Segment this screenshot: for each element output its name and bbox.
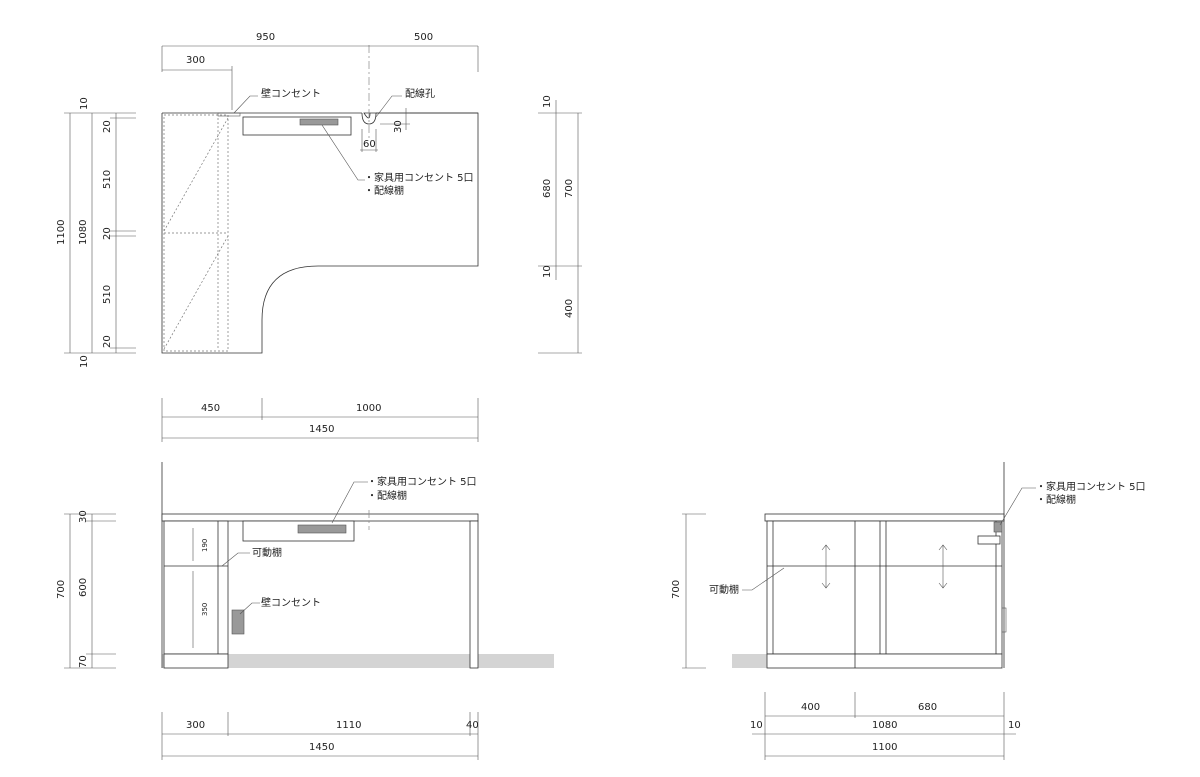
front-cabinet-plinth	[163, 653, 229, 669]
front-leader-wall-outlet	[239, 602, 260, 615]
front-right-leg	[469, 520, 479, 669]
side-label-movable-shelf: 可動棚	[709, 583, 739, 596]
label-wall-outlet: 壁コンセント	[261, 87, 321, 100]
dim-left-seg-2: 510	[102, 170, 113, 189]
label-furniture-outlet: ・家具用コンセント 5口	[364, 171, 474, 184]
side-bot-1080: 1080	[872, 720, 897, 731]
front-bot-40: 40	[466, 720, 479, 731]
front-power-strip	[297, 524, 347, 534]
dim-hole-w: 60	[363, 139, 376, 150]
side-floor-hatch	[732, 654, 768, 668]
plan-power-strip	[299, 118, 339, 126]
side-label-wiring-shelf: ・配線棚	[1036, 493, 1076, 506]
dim-top-500: 500	[414, 32, 433, 43]
front-leader-shelf	[221, 552, 250, 567]
dim-hole-d: 30	[393, 120, 404, 133]
wiring-hole-notch	[361, 112, 377, 125]
side-bot-400: 400	[801, 702, 820, 713]
dim-left-seg-1: 20	[102, 120, 113, 133]
dim-left-1080: 1080	[78, 220, 89, 245]
dim-top-300: 300	[186, 55, 205, 66]
dim-right-10: 10	[542, 265, 553, 278]
front-label-wall-outlet: 壁コンセント	[261, 596, 321, 609]
front-desktop	[161, 513, 479, 522]
side-shelf-arrow-2	[938, 544, 948, 589]
dim-left-seg-6: 10	[79, 355, 90, 368]
plan-cabinet-door-swing-2	[163, 235, 229, 350]
side-leader-shelf	[742, 567, 785, 591]
front-floor-hatch	[162, 654, 554, 668]
side-bot-680: 680	[918, 702, 937, 713]
side-label-outlet: ・家具用コンセント 5口	[1036, 480, 1146, 493]
leader-wall-outlet	[233, 95, 258, 114]
dim-bot-1000: 1000	[356, 403, 381, 414]
plan-view: 壁コンセント 配線孔 ・家具用コンセント 5口 ・配線棚 60 30 950 5…	[56, 32, 582, 442]
front-dim-190: 190	[201, 539, 209, 552]
dim-bot-1450: 1450	[309, 424, 334, 435]
dim-left-seg-5: 20	[102, 335, 113, 348]
dim-top-950: 950	[256, 32, 275, 43]
side-elevation: ・家具用コンセント 5口 ・配線棚 可動棚 700 400 680 10 108…	[671, 462, 1146, 760]
side-shelf-arrow-1	[821, 544, 831, 589]
dim-left-seg-3: 20	[102, 227, 113, 240]
side-power-strip	[993, 521, 1003, 533]
label-wiring-hole: 配線孔	[405, 87, 435, 100]
front-bot-1450: 1450	[309, 742, 334, 753]
side-wiring-shelf	[977, 535, 1001, 545]
front-elevation: 190 350 ・家具用コンセント 5口 ・配線棚 可動棚 壁コンセント 700…	[56, 462, 554, 760]
side-bot-10-l: 10	[750, 720, 763, 731]
front-dim-30: 30	[78, 510, 89, 523]
plan-wall-outlet-mark	[217, 112, 241, 117]
side-cabinet	[766, 520, 1003, 655]
dim-left-1100: 1100	[56, 220, 67, 245]
side-desktop	[764, 513, 1005, 522]
dim-left-seg-0: 10	[79, 97, 90, 110]
front-dim-600: 600	[78, 578, 89, 597]
front-bot-1110: 1110	[336, 720, 361, 731]
leader-furniture-outlet	[321, 124, 365, 181]
side-leader-outlet	[999, 487, 1036, 526]
front-bot-300: 300	[186, 720, 205, 731]
front-cabinet	[163, 520, 229, 655]
front-leader-outlet	[331, 481, 368, 524]
dim-left-seg-4: 510	[102, 285, 113, 304]
front-wall-outlet	[231, 609, 245, 635]
front-label-movable-shelf: 可動棚	[252, 546, 282, 559]
front-dim-70: 70	[78, 655, 89, 668]
front-label-wiring-shelf: ・配線棚	[367, 489, 407, 502]
front-label-outlet: ・家具用コンセント 5口	[367, 475, 477, 488]
dim-right-10-top: 10	[542, 95, 553, 108]
front-dim-700: 700	[56, 580, 67, 599]
side-bot-10-r: 10	[1008, 720, 1021, 731]
side-wall-outlet-mark	[1001, 607, 1007, 633]
dim-right-680: 680	[542, 179, 553, 198]
side-dim-700: 700	[671, 580, 682, 599]
dim-right-400: 400	[564, 299, 575, 318]
dim-right-700: 700	[564, 179, 575, 198]
plan-cabinet-door-swing-1	[163, 117, 229, 232]
plan-desk-outline	[161, 112, 479, 354]
side-bot-1100: 1100	[872, 742, 897, 753]
side-cabinet-plinth	[766, 653, 1003, 669]
label-wiring-shelf: ・配線棚	[364, 184, 404, 197]
leader-wiring-hole	[375, 95, 402, 118]
dim-bot-450: 450	[201, 403, 220, 414]
front-dim-350: 350	[201, 603, 209, 616]
